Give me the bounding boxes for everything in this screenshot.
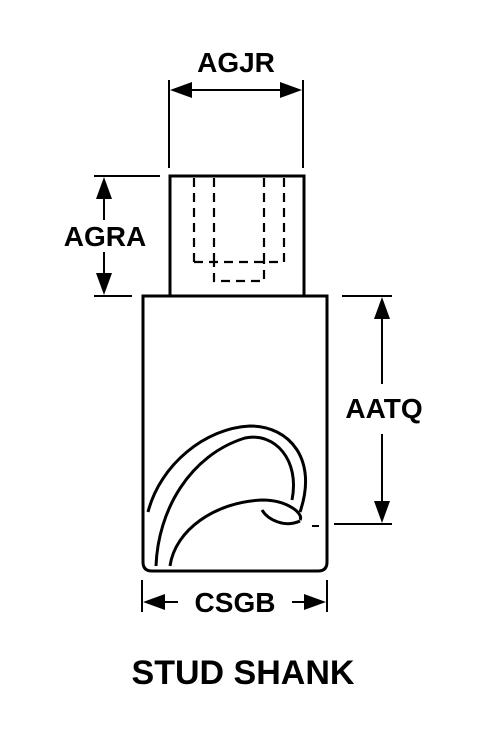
dimension-label-top-width: AGJR <box>197 47 275 78</box>
diagram-title: STUD SHANK <box>132 654 355 692</box>
dimension-label-upper-height: AGRA <box>64 221 146 252</box>
cam-profile <box>146 424 319 567</box>
hidden-bore-lines <box>192 178 286 283</box>
dimension-label-lower-height: AATQ <box>345 393 422 424</box>
dimension-bottom-width: CSGB <box>141 580 328 618</box>
dimension-label-bottom-width: CSGB <box>195 587 276 618</box>
dimension-lower-height: AATQ <box>334 295 423 525</box>
dimension-upper-height: AGRA <box>64 175 160 297</box>
dimension-top-width: AGJR <box>168 47 304 168</box>
lower-shank-body <box>141 294 329 573</box>
